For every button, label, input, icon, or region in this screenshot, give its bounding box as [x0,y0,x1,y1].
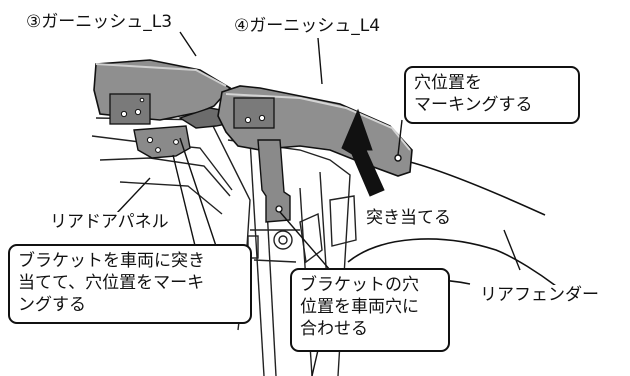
garnish-l4-label: ④ガーニッシュ_L4 [234,16,381,36]
callout-line: マーキングする [414,95,533,115]
callout-line: ングする [18,295,86,315]
callout-line: ブラケットを車両に突き [18,251,205,271]
callout-line: 合わせる [300,319,368,339]
bracket-l3 [133,125,191,159]
butt-against-label: 突き当てる [364,208,453,229]
garnish-l3 [93,59,237,129]
callout-line: ブラケットの穴 [300,275,419,295]
garnish-l4 [217,85,413,177]
rear-door-panel-label: リアドアパネル [48,212,171,233]
callout-line: 位置を車両穴に [300,297,419,317]
callout-line: 当てて、穴位置をマーキ [18,273,205,293]
callout-line: 穴位置を [414,73,482,93]
leader-lines [115,31,521,376]
garnish-l3-label: ③ガーニッシュ_L3 [26,12,173,32]
mark-position-callout: 穴位置を マーキングする [404,66,580,124]
bracket-mark-callout: ブラケットを車両に突き 当てて、穴位置をマーキ ングする [8,244,252,324]
bracket-align-callout: ブラケットの穴 位置を車両穴に 合わせる [290,268,450,352]
rear-fender-label: リアフェンダー [478,285,601,306]
bracket-l4 [257,139,291,223]
butt-against-arrow [341,108,385,197]
